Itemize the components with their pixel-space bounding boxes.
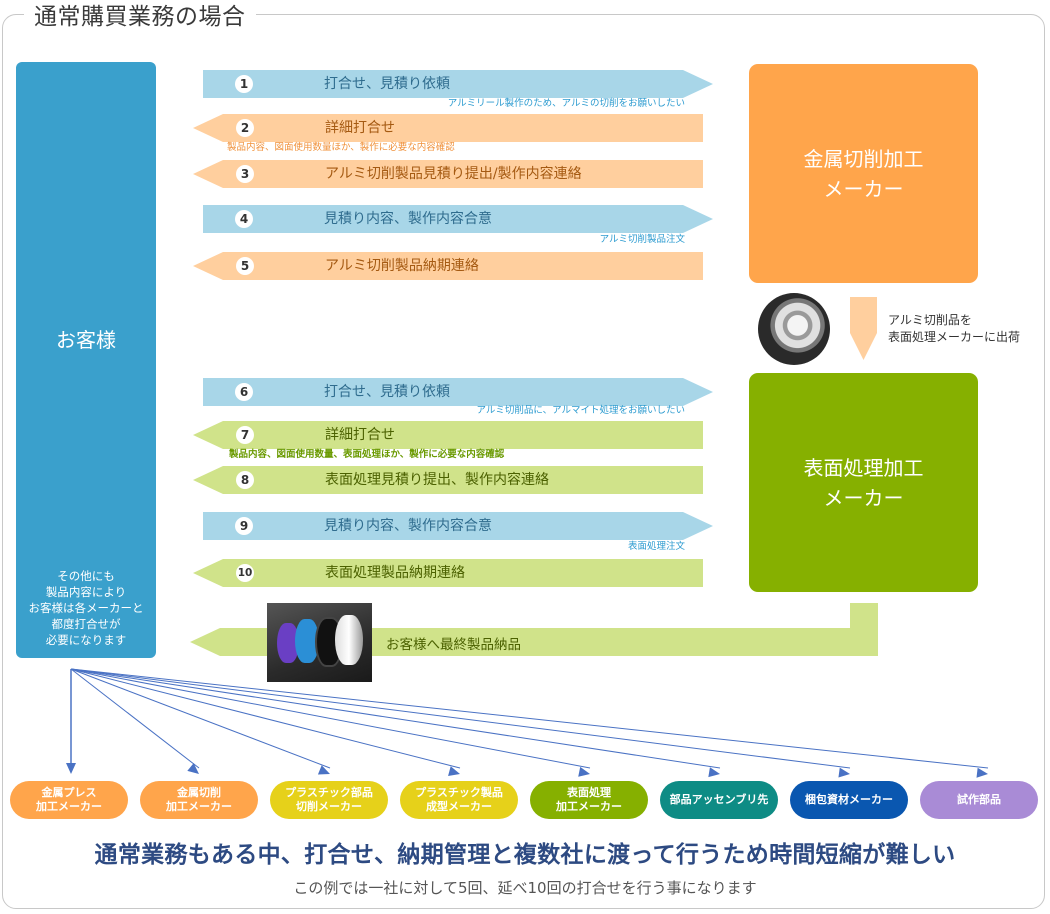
step-arrow-7: 7 詳細打合せ — [193, 421, 705, 449]
step-arrow-shape — [203, 70, 713, 98]
step-number-badge: 2 — [236, 119, 254, 137]
step-sub-note-1: アルミリール製作のため、アルミの切削をお願いしたい — [447, 98, 685, 109]
step-label: 表面処理見積り提出、製作内容連絡 — [325, 472, 549, 488]
step-arrow-6: 6 打合せ、見積り依頼 — [203, 378, 715, 406]
customer-name: お客様 — [56, 328, 116, 352]
shipment-note: アルミ切削品を 表面処理メーカーに出荷 — [888, 313, 1021, 344]
step-arrow-shape — [203, 205, 713, 233]
fan-line — [70, 668, 200, 769]
step-arrow-5: 5 アルミ切削製品納期連絡 — [193, 252, 705, 280]
step-arrow-shape — [193, 160, 703, 188]
surface-treatment-maker-box: 表面処理加工 メーカー — [749, 373, 978, 592]
step-number-badge: 5 — [236, 257, 254, 275]
supplier-pill: プラスチック部品 切削メーカー — [270, 781, 388, 819]
supplier-pill: 部品アッセンブリ先 — [660, 781, 778, 819]
fan-arrowhead — [317, 765, 330, 775]
final-delivery-label: お客様へ最終製品納品 — [386, 637, 521, 653]
step-label: 詳細打合せ — [325, 120, 395, 136]
step-number-badge: 10 — [236, 564, 254, 582]
fan-line — [70, 668, 989, 769]
step-arrow-shape — [203, 512, 713, 540]
step-arrow-4: 4 見積り内容、製作内容合意 — [203, 205, 715, 233]
step-arrow-1: 1 打合せ、見積り依頼 — [203, 70, 715, 98]
step-number-badge: 4 — [235, 210, 253, 228]
metal-cutting-maker-box: 金属切削加工 メーカー — [749, 64, 978, 283]
step-arrow-2: 2 詳細打合せ — [193, 114, 705, 142]
fan-arrowhead — [187, 763, 199, 774]
step-number-badge: 1 — [235, 75, 253, 93]
step-label: アルミ切削製品納期連絡 — [325, 258, 479, 274]
headline: 通常業務もある中、打合せ、納期管理と複数社に渡って行うため時間短縮が難しい — [94, 842, 956, 868]
step-arrow-shape — [193, 114, 703, 142]
step-number-badge: 9 — [235, 517, 253, 535]
shipment-down-arrow — [850, 297, 877, 360]
step-arrow-shape — [203, 378, 713, 406]
supplier-pill: プラスチック製品 成型メーカー — [400, 781, 518, 819]
step-label: アルミ切削製品見積り提出/製作内容連絡 — [325, 166, 582, 182]
fan-arrowhead — [66, 763, 76, 774]
supplier-pill: 金属切削 加工メーカー — [140, 781, 258, 819]
fan-arrowhead — [708, 767, 720, 778]
fan-arrowhead — [578, 766, 590, 777]
step-sub-note-6: アルミ切削品に、アルマイト処理をお願いしたい — [476, 405, 685, 416]
step-number-badge: 3 — [236, 165, 254, 183]
step-arrow-shape — [193, 559, 703, 587]
customer-note: その他にも 製品内容により お客様は各メーカーと 都度打合せが 必要になります — [28, 569, 144, 647]
fan-arrowhead — [976, 767, 988, 778]
step-sub-note-7: 製品内容、図面使用数量、表面処理ほか、製作に必要な内容確認 — [229, 449, 505, 460]
supplier-pill: 試作部品 — [920, 781, 1038, 819]
supplier-pill: 表面処理 加工メーカー — [530, 781, 648, 819]
subline: この例では一社に対して5回、延べ10回の打合せを行う事になります — [293, 879, 757, 897]
fan-line — [70, 668, 461, 769]
fan-line — [70, 668, 721, 769]
fan-line — [70, 668, 331, 769]
finished-products-photo — [267, 603, 372, 682]
step-sub-note-2: 製品内容、図面使用数量ほか、製作に必要な内容確認 — [227, 142, 455, 153]
step-sub-note-4: アルミ切削製品注文 — [599, 234, 685, 245]
step-label: 表面処理製品納期連絡 — [325, 565, 465, 581]
step-sub-note-9: 表面処理注文 — [627, 541, 685, 552]
step-arrow-9: 9 見積り内容、製作内容合意 — [203, 512, 715, 540]
supplier-pill: 梱包資材メーカー — [790, 781, 908, 819]
step-label: 詳細打合せ — [325, 427, 395, 443]
step-number-badge: 6 — [235, 383, 253, 401]
fan-arrowhead — [838, 767, 850, 778]
step-label: 打合せ、見積り依頼 — [324, 76, 450, 92]
step-arrow-8: 8 表面処理見積り提出、製作内容連絡 — [193, 466, 705, 494]
supplier-pill: 金属プレス 加工メーカー — [10, 781, 128, 819]
customer-box: お客様 その他にも 製品内容により お客様は各メーカーと 都度打合せが 必要にな… — [16, 62, 156, 658]
step-label: 見積り内容、製作内容合意 — [324, 518, 492, 534]
fan-line — [70, 668, 591, 769]
step-label: 打合せ、見積り依頼 — [324, 384, 450, 400]
step-arrow-shape — [193, 252, 703, 280]
fan-arrowhead — [448, 766, 460, 776]
diagram-title: 通常購買業務の場合 — [24, 0, 256, 34]
step-arrow-3: 3 アルミ切削製品見積り提出/製作内容連絡 — [193, 160, 705, 188]
diagram-frame — [2, 14, 1045, 909]
step-arrow-10: 10 表面処理製品納期連絡 — [193, 559, 705, 587]
step-number-badge: 7 — [236, 426, 254, 444]
aluminum-part-photo — [758, 293, 830, 365]
step-label: 見積り内容、製作内容合意 — [324, 211, 492, 227]
step-arrow-shape — [193, 466, 703, 494]
step-number-badge: 8 — [236, 471, 254, 489]
step-arrow-shape — [193, 421, 703, 449]
fan-line — [70, 668, 851, 769]
